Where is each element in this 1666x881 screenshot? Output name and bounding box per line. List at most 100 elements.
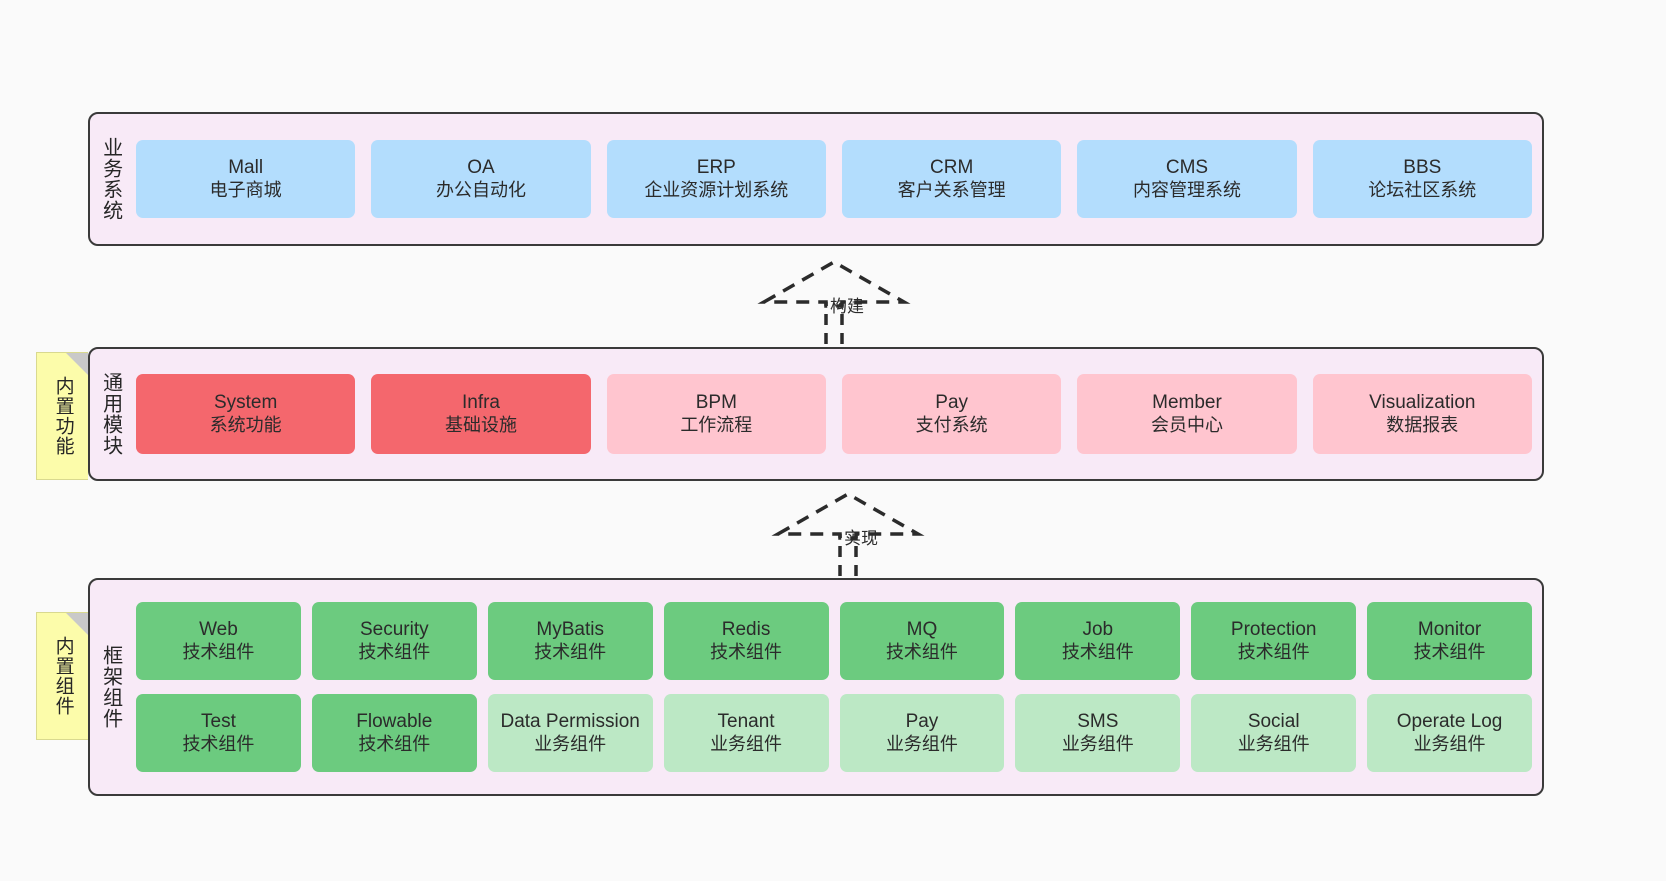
cell-name: System [213, 392, 278, 414]
cell-name: Tenant [717, 711, 775, 733]
business-systems-cells: Mall 电子商城 OA 办公自动化 ERP 企业资源计划系统 CRM 客户关系… [130, 114, 1542, 244]
framework-cell-sms[interactable]: SMS 业务组件 [1015, 694, 1181, 772]
cell-name: Infra [461, 392, 500, 414]
cell-desc: 技术组件 [710, 641, 783, 662]
business-cell-cms[interactable]: CMS 内容管理系统 [1077, 140, 1297, 218]
module-cell-infra[interactable]: Infra 基础设施 [371, 374, 591, 454]
cell-desc: 系统功能 [209, 414, 282, 435]
cell-desc: 企业资源计划系统 [644, 179, 789, 200]
note-label: 内置功能 [52, 376, 74, 456]
cell-desc: 论坛社区系统 [1368, 179, 1477, 200]
cell-desc: 基础设施 [444, 414, 517, 435]
cell-name: Flowable [356, 711, 433, 733]
cell-desc: 技术组件 [182, 641, 255, 662]
cell-name: Redis [721, 619, 771, 641]
cell-desc: 电子商城 [209, 179, 282, 200]
framework-cell-job[interactable]: Job 技术组件 [1015, 602, 1181, 680]
implement-arrow: 实现 [758, 490, 938, 578]
business-systems-label: 业务系统 [99, 137, 122, 221]
cell-name: SMS [1077, 711, 1119, 733]
cell-name: Security [359, 619, 429, 641]
cell-desc: 会员中心 [1150, 414, 1223, 435]
cell-name: Social [1247, 711, 1300, 733]
framework-cell-operate-log[interactable]: Operate Log 业务组件 [1367, 694, 1532, 772]
framework-cell-test[interactable]: Test 技术组件 [136, 694, 301, 772]
cell-name: Member [1152, 392, 1222, 414]
framework-components-band: 框架组件 Web 技术组件 Security 技术组件 MyBatis 技术组件… [88, 578, 1544, 796]
cell-name: MQ [906, 619, 938, 641]
business-cell-erp[interactable]: ERP 企业资源计划系统 [606, 140, 826, 218]
cell-name: Pay [905, 711, 939, 733]
cell-name: Mall [228, 157, 264, 179]
framework-cell-monitor[interactable]: Monitor 技术组件 [1367, 602, 1532, 680]
cell-desc: 支付系统 [915, 414, 988, 435]
cell-desc: 技术组件 [182, 733, 255, 754]
framework-cell-data-permission[interactable]: Data Permission 业务组件 [487, 694, 653, 772]
cell-name: MyBatis [536, 619, 604, 641]
build-arrow-icon [757, 259, 911, 344]
business-systems-band: 业务系统 Mall 电子商城 OA 办公自动化 ERP 企业资源计划系统 CRM… [88, 112, 1544, 246]
cell-name: ERP [696, 157, 736, 179]
business-cell-bbs[interactable]: BBS 论坛社区系统 [1312, 140, 1532, 218]
cell-desc: 办公自动化 [435, 179, 526, 200]
cell-name: BPM [695, 392, 737, 414]
framework-business-row: Test 技术组件 Flowable 技术组件 Data Permission … [136, 694, 1532, 772]
framework-cell-mybatis[interactable]: MyBatis 技术组件 [487, 602, 653, 680]
note-fold-icon [66, 353, 88, 375]
build-arrow: 构建 [744, 256, 924, 346]
cell-name: Job [1082, 619, 1114, 641]
cell-desc: 内容管理系统 [1132, 179, 1241, 200]
cell-desc: 技术组件 [1413, 641, 1486, 662]
cell-name: Protection [1230, 619, 1317, 641]
cell-name: CMS [1165, 157, 1209, 179]
cell-desc: 技术组件 [885, 641, 958, 662]
framework-cell-pay[interactable]: Pay 业务组件 [839, 694, 1005, 772]
general-modules-band: 通用模块 System 系统功能 Infra 基础设施 BPM 工作流程 Pay… [88, 347, 1544, 481]
cell-desc: 业务组件 [1237, 733, 1310, 754]
business-cell-crm[interactable]: CRM 客户关系管理 [841, 140, 1062, 218]
cell-desc: 业务组件 [710, 733, 783, 754]
framework-cell-redis[interactable]: Redis 技术组件 [663, 602, 829, 680]
cell-desc: 业务组件 [885, 733, 958, 754]
cell-name: Test [201, 711, 236, 733]
cell-desc: 业务组件 [1061, 733, 1134, 754]
framework-tech-row: Web 技术组件 Security 技术组件 MyBatis 技术组件 Redi… [136, 602, 1532, 680]
cell-name: Monitor [1417, 619, 1482, 641]
general-modules-cells: System 系统功能 Infra 基础设施 BPM 工作流程 Pay 支付系统… [130, 349, 1542, 479]
framework-components-cells: Web 技术组件 Security 技术组件 MyBatis 技术组件 Redi… [130, 580, 1542, 794]
cell-desc: 数据报表 [1386, 414, 1459, 435]
build-arrow-label: 构建 [830, 297, 864, 316]
cell-name: BBS [1403, 157, 1442, 179]
framework-cell-social[interactable]: Social 业务组件 [1191, 694, 1357, 772]
module-cell-visualization[interactable]: Visualization 数据报表 [1312, 374, 1532, 454]
framework-cell-web[interactable]: Web 技术组件 [136, 602, 301, 680]
cell-name: Operate Log [1396, 711, 1503, 733]
cell-name: Visualization [1369, 392, 1476, 414]
framework-cell-security[interactable]: Security 技术组件 [311, 602, 477, 680]
cell-desc: 技术组件 [1061, 641, 1134, 662]
module-cell-bpm[interactable]: BPM 工作流程 [606, 374, 826, 454]
cell-desc: 技术组件 [534, 641, 607, 662]
note-builtin-components: 内置组件 [36, 612, 88, 740]
business-cell-oa[interactable]: OA 办公自动化 [371, 140, 591, 218]
module-cell-system[interactable]: System 系统功能 [136, 374, 356, 454]
framework-cell-tenant[interactable]: Tenant 业务组件 [663, 694, 829, 772]
note-fold-icon [66, 613, 88, 635]
cell-desc: 业务组件 [534, 733, 607, 754]
module-cell-member[interactable]: Member 会员中心 [1077, 374, 1297, 454]
cell-name: Data Permission [500, 711, 640, 733]
cell-name: OA [467, 157, 495, 179]
implement-arrow-label: 实现 [844, 529, 878, 548]
business-cell-mall[interactable]: Mall 电子商城 [136, 140, 356, 218]
cell-desc: 技术组件 [358, 733, 431, 754]
note-builtin-features: 内置功能 [36, 352, 88, 480]
cell-desc: 业务组件 [1413, 733, 1486, 754]
framework-cell-mq[interactable]: MQ 技术组件 [839, 602, 1005, 680]
framework-cell-flowable[interactable]: Flowable 技术组件 [311, 694, 477, 772]
cell-desc: 客户关系管理 [897, 179, 1006, 200]
framework-components-label: 框架组件 [99, 645, 122, 729]
framework-cell-protection[interactable]: Protection 技术组件 [1191, 602, 1357, 680]
implement-arrow-icon [771, 491, 925, 576]
cell-desc: 技术组件 [1237, 641, 1310, 662]
module-cell-pay[interactable]: Pay 支付系统 [841, 374, 1062, 454]
